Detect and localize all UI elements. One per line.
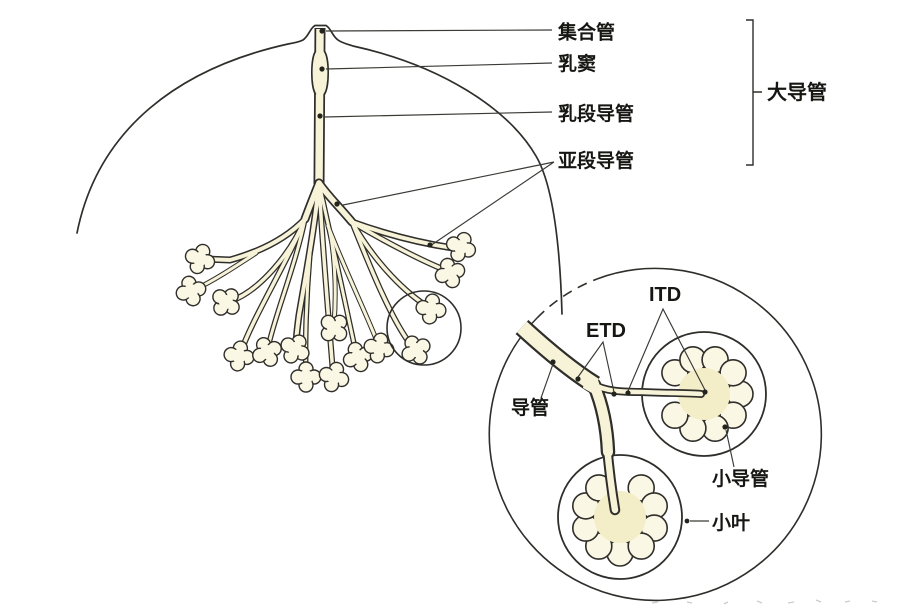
leader-collecting-duct [325, 29, 553, 32]
leader-segmental-duct [323, 111, 553, 118]
lobule-lower [557, 454, 683, 580]
magnified-view [488, 267, 823, 602]
lobule-cluster [180, 239, 220, 279]
marker-dots [317, 28, 728, 524]
leader-ductule [725, 429, 735, 468]
leader-lactiferous-sinus [325, 62, 553, 70]
label-lobule: 小叶 [712, 512, 750, 534]
leader-etd [577, 340, 615, 393]
label-large-ducts: 大导管 [767, 80, 827, 104]
leader-subsegmental-duct [342, 161, 555, 247]
label-itd: ITD [649, 284, 681, 306]
lactiferous-sinus-shape [312, 48, 328, 97]
labels: 集合管 乳窦 乳段导管 亚段导管 大导管 ETD ITD 导管 小导管 小叶 [511, 21, 827, 535]
magnified-region-marker-circle [386, 290, 462, 366]
lobule-cluster [220, 337, 258, 375]
magnifier-circle [488, 267, 823, 602]
magnified-duct-lumens [517, 321, 704, 514]
central-duct-and-sinus [311, 27, 329, 185]
label-segmental-duct: 乳段导管 [558, 102, 634, 125]
lobule-cluster [246, 331, 288, 373]
breast-outline [76, 24, 563, 315]
duct-tree-lumens [194, 180, 455, 375]
magnifier-circle-dashed-segment [536, 278, 598, 319]
lobule-cluster [171, 271, 211, 311]
lobule-cluster [204, 280, 248, 324]
large-ducts-bracket [746, 19, 762, 166]
cropped-watermark-fragments [651, 599, 878, 605]
leader-lines [323, 29, 735, 522]
label-collecting-duct: 集合管 [557, 21, 615, 44]
label-lactiferous-sinus: 乳窦 [558, 52, 596, 75]
leader-itd [627, 307, 706, 392]
leader-duct [540, 363, 554, 399]
label-ductule: 小导管 [712, 467, 769, 490]
label-etd: ETD [586, 320, 626, 342]
lobule-cluster [290, 361, 322, 393]
label-subsegmental-duct: 亚段导管 [558, 149, 634, 172]
label-duct: 导管 [511, 396, 549, 419]
